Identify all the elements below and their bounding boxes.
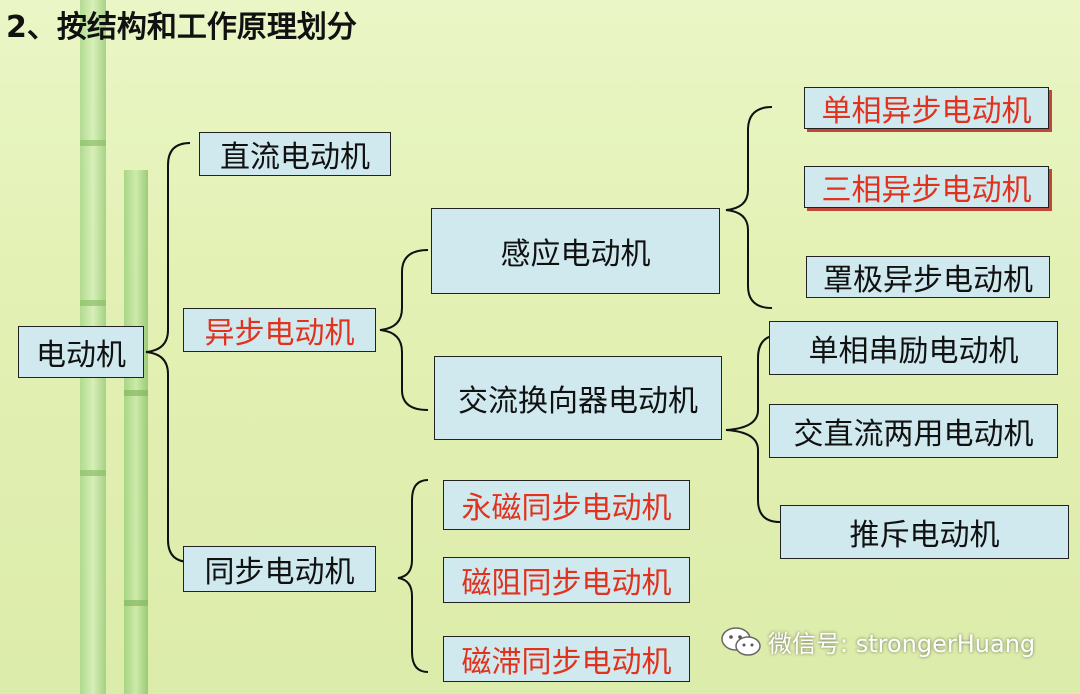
node-single-phase-series-label: 单相串励电动机 xyxy=(808,334,1019,369)
wechat-watermark: 微信号: strongerHuang xyxy=(768,630,1036,658)
node-shaded-pole-async-label: 罩极异步电动机 xyxy=(823,263,1033,298)
node-root: 电动机 xyxy=(18,326,144,378)
node-ac-dc-universal: 交直流两用电动机 xyxy=(769,404,1058,458)
induction-bracket xyxy=(725,106,773,309)
node-pm-sync: 永磁同步电动机 xyxy=(443,480,690,530)
node-ac-dc-universal-label: 交直流两用电动机 xyxy=(793,417,1034,452)
node-reluctance-sync-label: 磁阻同步电动机 xyxy=(461,566,672,601)
node-pm-sync-label: 永磁同步电动机 xyxy=(461,491,672,526)
node-sync-label: 同步电动机 xyxy=(204,555,355,590)
sync-bracket xyxy=(397,479,429,673)
node-ac-commutator: 交流换向器电动机 xyxy=(434,356,722,440)
node-single-phase-async: 单相异步电动机 xyxy=(804,87,1049,129)
node-three-phase-async-label: 三相异步电动机 xyxy=(821,173,1032,208)
node-three-phase-async: 三相异步电动机 xyxy=(804,166,1049,208)
node-hysteresis-sync: 磁滞同步电动机 xyxy=(443,636,690,682)
wechat-icon xyxy=(721,627,761,656)
node-dc: 直流电动机 xyxy=(199,132,391,176)
node-async-label: 异步电动机 xyxy=(204,316,355,351)
async-bracket xyxy=(379,249,429,411)
node-single-phase-async-label: 单相异步电动机 xyxy=(821,94,1032,129)
node-induction: 感应电动机 xyxy=(431,208,720,294)
node-reluctance-sync: 磁阻同步电动机 xyxy=(443,557,690,603)
node-repulsion-label: 推斥电动机 xyxy=(849,518,1000,553)
node-sync: 同步电动机 xyxy=(183,546,376,592)
page-title: 2、按结构和工作原理划分 xyxy=(6,10,357,45)
node-dc-label: 直流电动机 xyxy=(220,140,370,175)
node-ac-commutator-label: 交流换向器电动机 xyxy=(458,384,698,419)
node-repulsion: 推斥电动机 xyxy=(780,505,1069,559)
root-bracket xyxy=(145,142,191,563)
node-async: 异步电动机 xyxy=(183,308,376,352)
node-shaded-pole-async: 罩极异步电动机 xyxy=(806,256,1050,298)
node-single-phase-series: 单相串励电动机 xyxy=(769,321,1058,375)
node-induction-label: 感应电动机 xyxy=(500,237,651,272)
node-hysteresis-sync-label: 磁滞同步电动机 xyxy=(461,645,672,680)
node-root-label: 电动机 xyxy=(36,338,126,373)
ac-commutator-bracket xyxy=(725,334,781,523)
